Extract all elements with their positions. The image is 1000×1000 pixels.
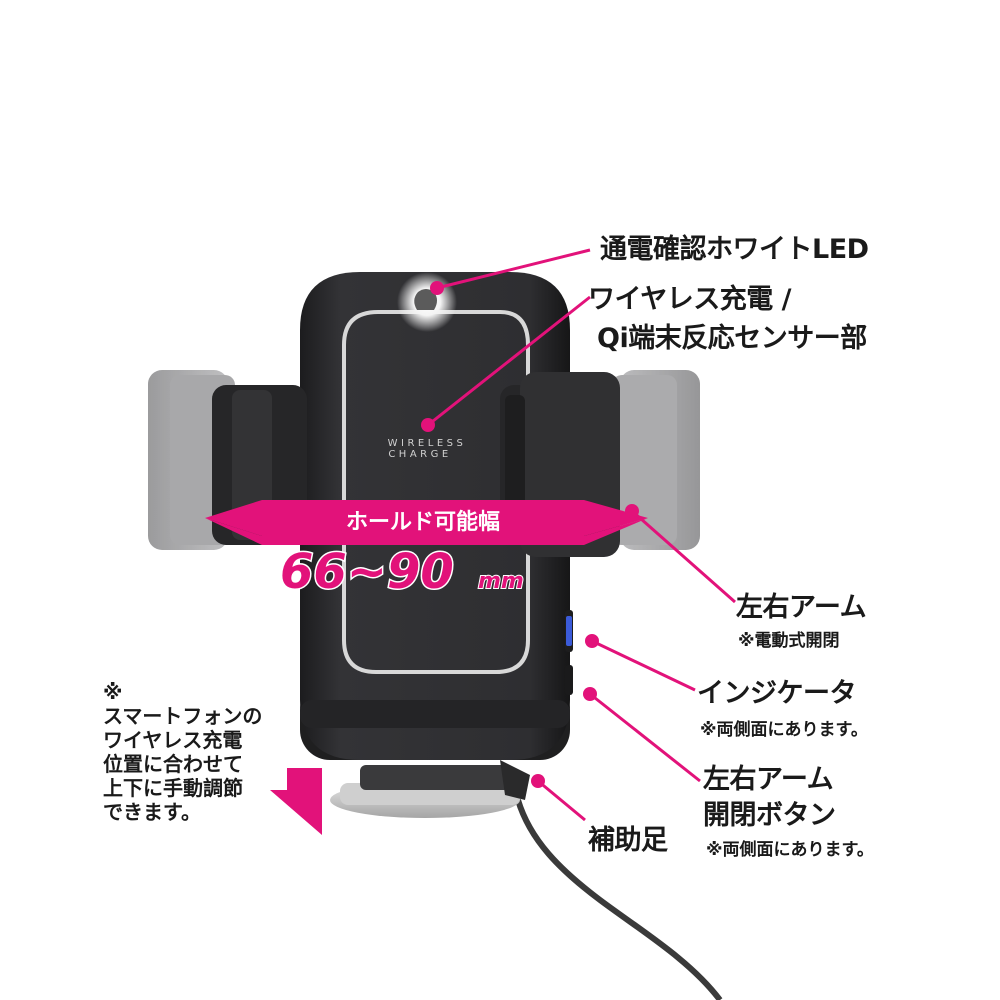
led-callout: 通電確認ホワイトLED (600, 234, 869, 265)
brand-text-line2: CHARGE (388, 449, 451, 460)
button-callout-line1: 左右アーム (703, 764, 834, 795)
side-note-line: できます。 (103, 800, 201, 824)
down-arrow-icon (270, 768, 322, 835)
leader-dots (421, 281, 639, 788)
hold-width-label: ホールド可能幅 (346, 509, 500, 535)
side-note-line: 上下に手動調節 (103, 776, 243, 800)
sensor-callout-line1: ワイヤレス充電 / (588, 284, 791, 315)
suction-base (330, 760, 530, 818)
foot-callout: 補助足 (588, 825, 668, 856)
arms-note: ※電動式開閉 (738, 631, 840, 651)
side-note-line: スマートフォンの (103, 704, 263, 728)
button-note: ※両側面にあります。 (706, 840, 874, 860)
side-note-line: 位置に合わせて (103, 752, 243, 776)
side-note: ※ スマートフォンの ワイヤレス充電 位置に合わせて 上下に手動調節 できます。 (103, 680, 262, 824)
brand-text-line1: WIRELESS (388, 438, 467, 449)
sensor-callout-line2: Qi端末反応センサー部 (597, 323, 867, 354)
arms-callout: 左右アーム (736, 592, 867, 623)
qi-logo-icon (414, 289, 437, 310)
leader-lines (427, 248, 736, 822)
indicator-callout: インジケータ (697, 678, 857, 709)
charging-pad-outline (342, 310, 530, 674)
side-note-line: ワイヤレス充電 (103, 728, 243, 752)
button-callout-line2: 開閉ボタン (703, 800, 836, 831)
power-cable (515, 799, 723, 1000)
side-note-mark: ※ (103, 680, 123, 704)
indicator-light (566, 616, 572, 646)
right-arm-ghost (612, 370, 700, 550)
hold-width-unit: mm (478, 569, 524, 594)
indicator-note: ※両側面にあります。 (700, 720, 868, 740)
hold-width-banner: ホールド可能幅 66~90 mm (205, 500, 648, 602)
hold-width-value: 66~90 (280, 544, 454, 600)
